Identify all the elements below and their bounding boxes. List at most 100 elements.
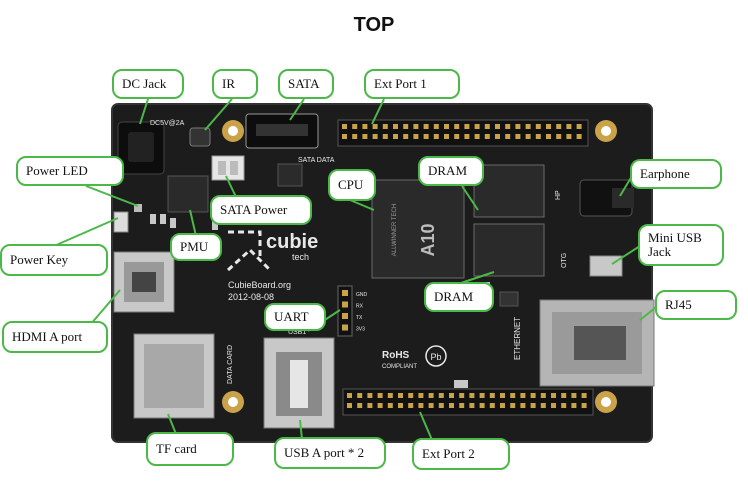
header-pin: [387, 393, 393, 398]
header-pin: [530, 393, 536, 398]
pmu-chip: [167, 175, 209, 213]
sata-power-connector: [211, 155, 245, 181]
usb-a-port: [263, 337, 335, 429]
header-pin: [500, 403, 505, 408]
header-pin: [551, 393, 556, 398]
header-pin: [581, 393, 587, 398]
header-pin: [571, 403, 577, 408]
ext-port-2-header: [342, 388, 594, 416]
header-pin: [495, 134, 500, 139]
pb-text: Pb: [430, 352, 441, 362]
dram-chip-bottom: [473, 223, 545, 277]
header-pin: [556, 124, 562, 129]
silk-ethernet-label: ETHERNET: [513, 317, 522, 360]
header-pin: [510, 393, 516, 398]
label-earphone: Earphone: [630, 159, 722, 189]
header-pin: [367, 403, 373, 408]
callout-pointer: [611, 245, 641, 265]
header-pin: [413, 124, 419, 129]
header-pin: [438, 393, 444, 398]
uart-pin-label: GND: [356, 292, 368, 298]
uart-pin-label: TX: [356, 315, 363, 321]
header-pin: [418, 393, 424, 398]
header-pin: [479, 393, 485, 398]
header-pin: [484, 124, 490, 129]
header-pin: [342, 134, 347, 139]
header-pin: [342, 124, 347, 129]
header-pin: [362, 124, 368, 129]
hdmi-connector: [113, 251, 175, 313]
header-pin: [566, 134, 572, 139]
header-pin: [377, 393, 383, 398]
header-pin: [372, 134, 378, 139]
header-pin: [459, 403, 465, 408]
header-pin: [393, 124, 398, 129]
header-pin: [433, 134, 439, 139]
header-pin: [520, 403, 526, 408]
header-pin: [556, 134, 562, 139]
label-usb-a-port: USB A port * 2: [274, 437, 386, 469]
header-pin: [357, 393, 363, 398]
uart-pin-label: 3V3: [356, 327, 365, 333]
silk-dc-label: DC5V@2A: [150, 120, 185, 127]
header-pin: [408, 393, 414, 398]
callout-pointer: [225, 175, 237, 198]
power-key-button: [113, 211, 129, 233]
rj45-connector: [539, 299, 655, 387]
header-pin: [444, 124, 449, 129]
label-dram-top: DRAM: [418, 156, 484, 186]
header-pin: [489, 403, 495, 408]
header-pin: [474, 134, 480, 139]
header-pin: [505, 134, 511, 139]
label-ext-port-1: Ext Port 1: [364, 69, 460, 99]
callout-pointer: [371, 98, 385, 125]
header-pin: [418, 403, 424, 408]
uart-header: [337, 285, 353, 337]
header-pin: [510, 403, 516, 408]
header-pin: [428, 393, 434, 398]
label-mini-usb-jack: Mini USB Jack: [638, 224, 724, 266]
header-pin: [408, 403, 414, 408]
header-pin: [454, 124, 460, 129]
uart-pin: [342, 313, 348, 319]
sata-connector: [245, 113, 319, 149]
website-text: CubieBoard.org: [228, 280, 291, 290]
header-pin: [387, 403, 393, 408]
callout-pointer: [139, 98, 149, 125]
silk-datacard-label: DATA CARD: [227, 345, 234, 384]
header-pin: [382, 134, 388, 139]
header-pin: [357, 403, 363, 408]
header-pin: [540, 403, 546, 408]
header-pin: [515, 134, 521, 139]
header-pin: [403, 134, 409, 139]
header-pin: [464, 124, 470, 129]
mounting-hole: [222, 120, 244, 142]
header-pin: [393, 134, 398, 139]
cubie-logo: cubie tech: [226, 230, 318, 272]
silk-usb-label: USB1: [288, 329, 306, 336]
label-power-key: Power Key: [0, 244, 108, 276]
silk-hp-label: HP: [555, 190, 562, 200]
rohs-mark: RoHS COMPLIANT: [382, 350, 417, 370]
earphone-jack: [579, 179, 634, 217]
header-pin: [489, 393, 495, 398]
header-pin: [581, 403, 587, 408]
callout-pointer: [89, 289, 121, 326]
header-pin: [423, 124, 429, 129]
label-ext-port-2: Ext Port 2: [412, 438, 510, 470]
callout-pointer: [204, 98, 233, 131]
header-pin: [413, 134, 419, 139]
callout-pointer: [189, 209, 197, 237]
header-pin: [444, 134, 449, 139]
header-pin: [469, 393, 475, 398]
header-pin: [566, 124, 572, 129]
dc-jack-connector: [117, 121, 165, 175]
callout-pointer: [289, 98, 305, 121]
cpu-chip-vendor: ALLWINNER TECH: [392, 204, 398, 256]
pb-free-mark: Pb: [425, 345, 447, 367]
header-pin: [530, 403, 536, 408]
header-pin: [403, 124, 409, 129]
header-pin: [398, 403, 403, 408]
uart-pin: [342, 301, 348, 308]
